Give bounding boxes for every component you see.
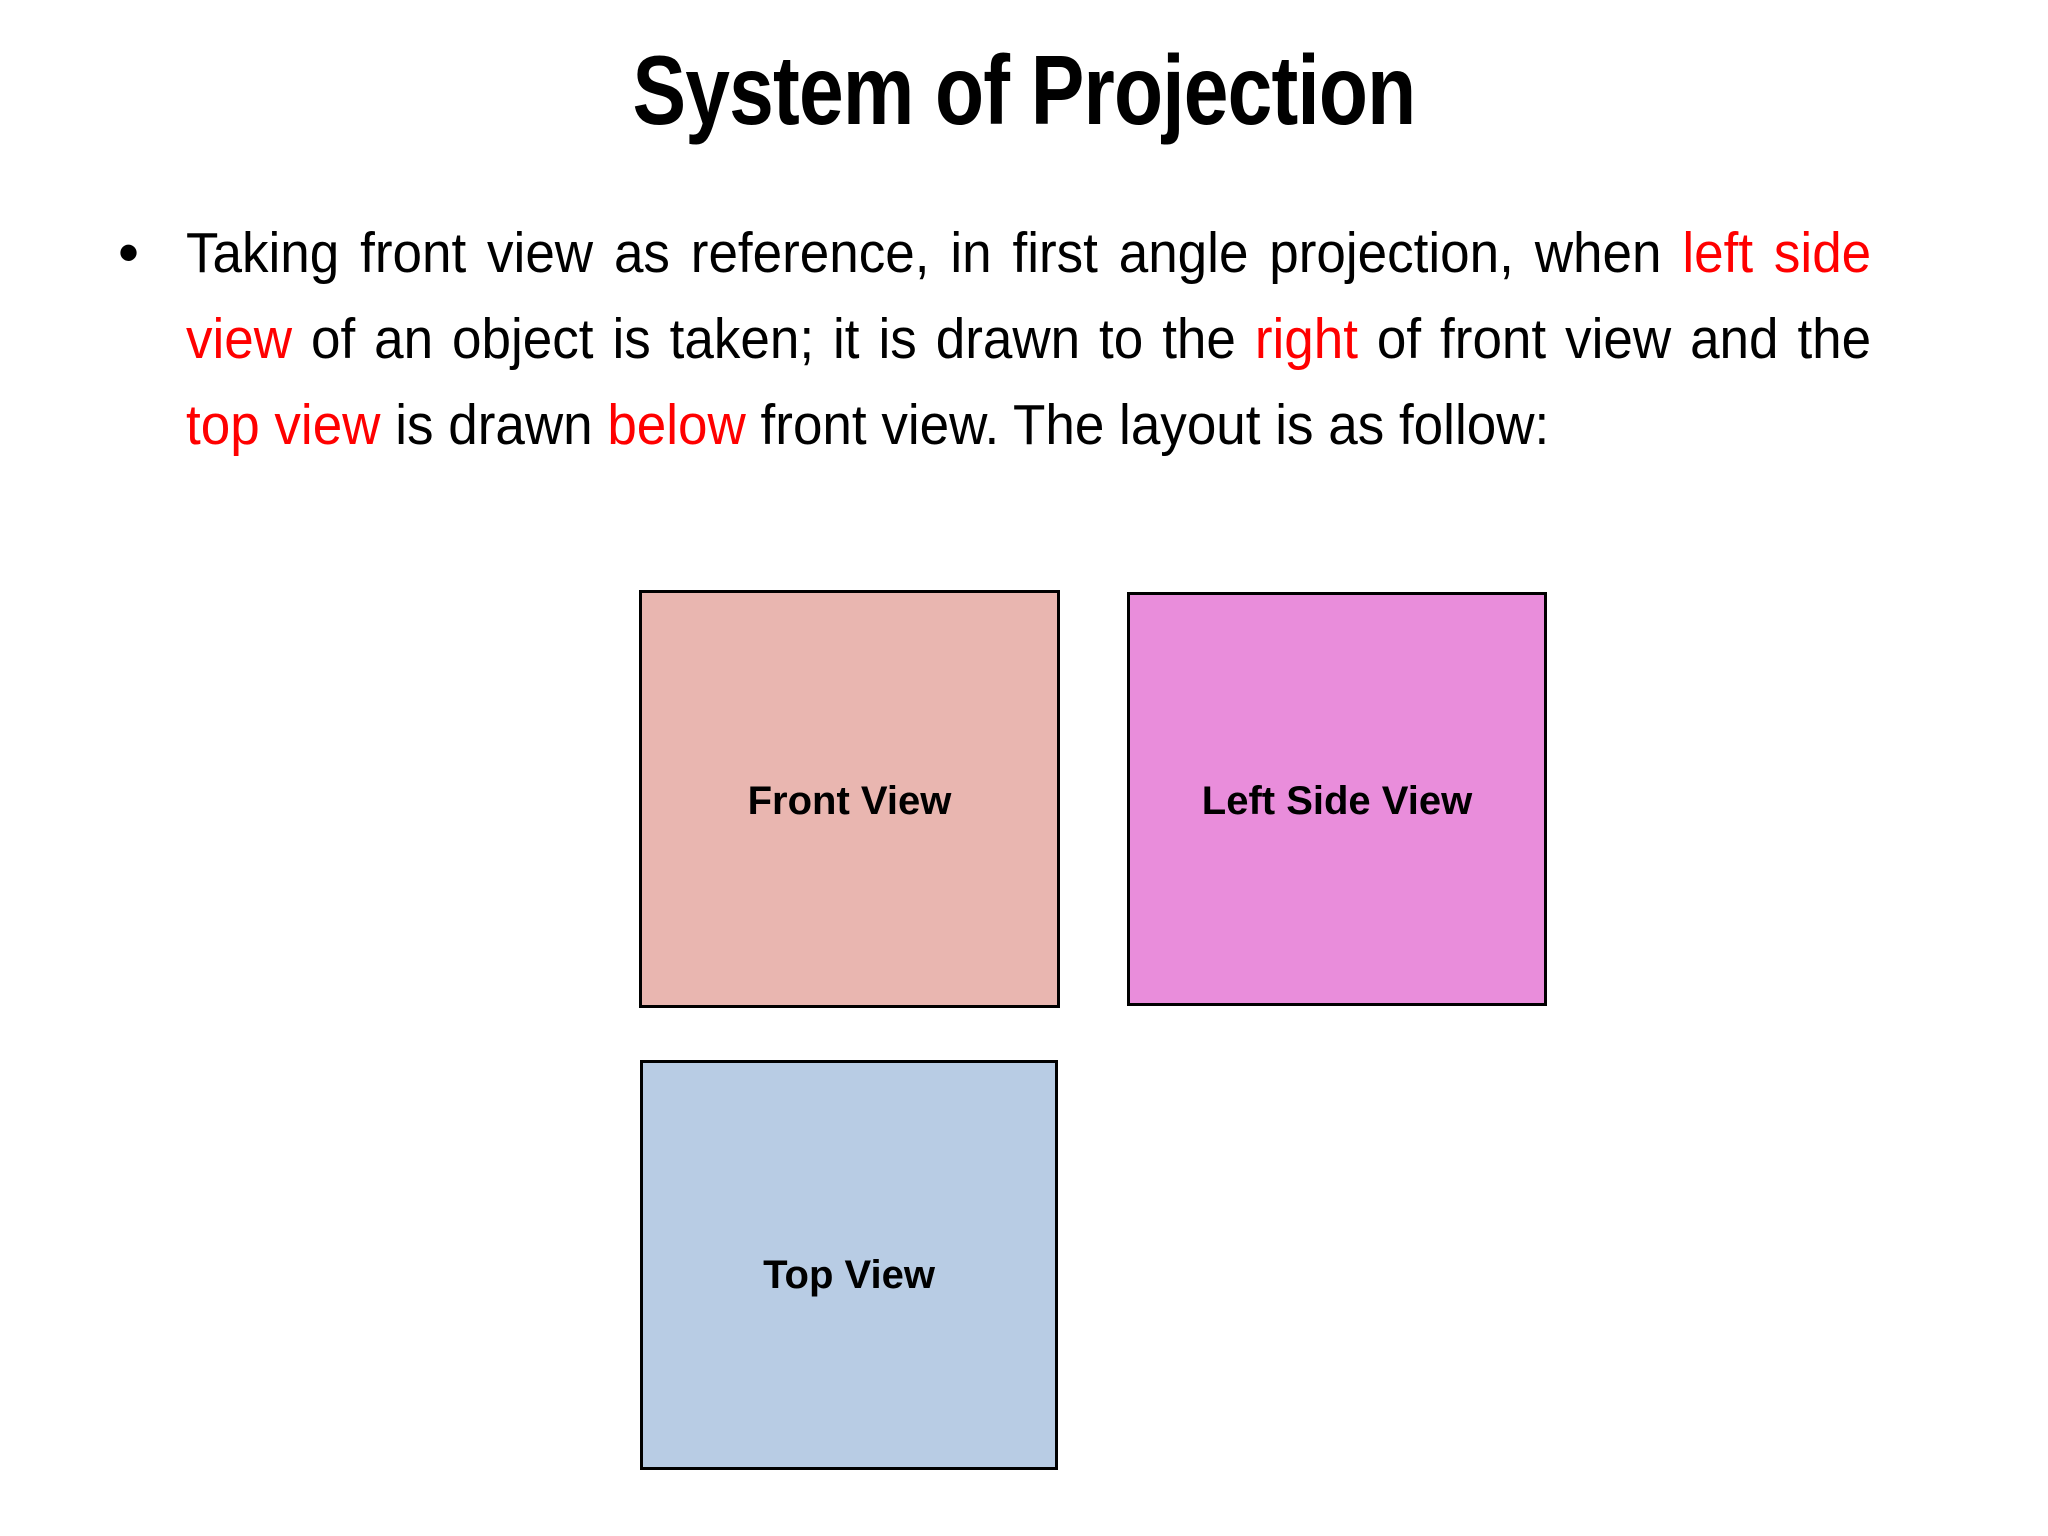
front-view-box[interactable]: Front View xyxy=(639,590,1060,1008)
text-segment-0: Taking front view as reference, in first… xyxy=(186,221,1683,285)
highlight-right: right xyxy=(1254,307,1358,371)
text-segment-8: front view. The layout is as follow: xyxy=(745,393,1550,457)
text-segment-6: is drawn xyxy=(380,393,608,457)
text-segment-2: of an object is taken; it is drawn to th… xyxy=(292,307,1255,371)
body-content: • Taking front view as reference, in fir… xyxy=(108,210,1998,468)
top-view-box[interactable]: Top View xyxy=(640,1060,1058,1470)
text-segment-4: of front view and the xyxy=(1357,307,1872,371)
bullet-paragraph: Taking front view as reference, in first… xyxy=(186,210,1871,468)
top-view-label: Top View xyxy=(763,1253,935,1297)
highlight-below: below xyxy=(607,393,746,457)
front-view-label: Front View xyxy=(747,779,952,823)
bullet-marker-icon: • xyxy=(118,219,140,286)
highlight-left-side-view: left side view xyxy=(186,221,1872,371)
bullet-list-item: • Taking front view as reference, in fir… xyxy=(108,210,1998,468)
page-title: System of Projection xyxy=(632,35,1417,145)
highlight-top-view: top view xyxy=(186,393,381,457)
left-side-view-box[interactable]: Left Side View xyxy=(1127,592,1547,1006)
left-side-view-label: Left Side View xyxy=(1201,779,1473,823)
